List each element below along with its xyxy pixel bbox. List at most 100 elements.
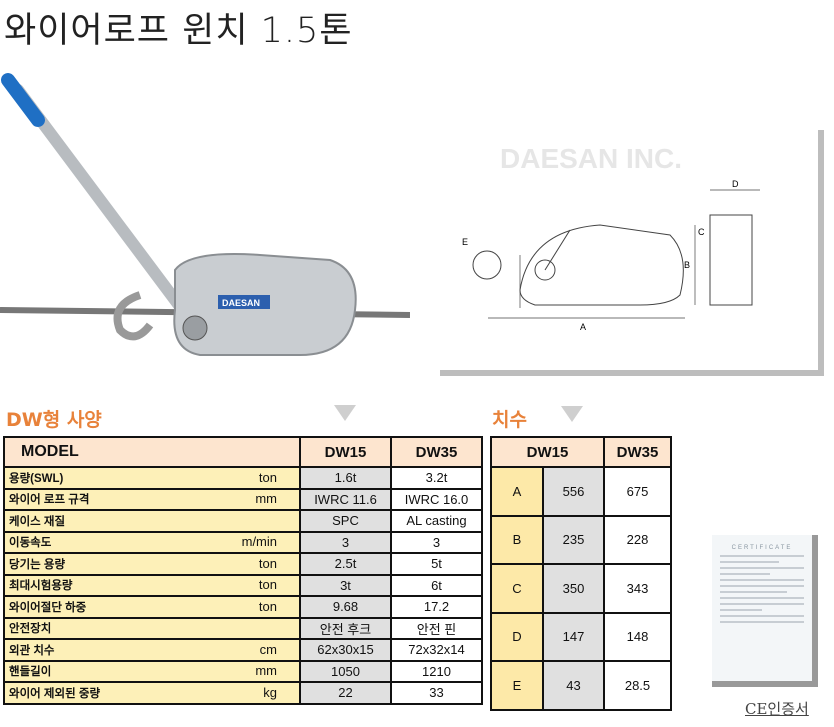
- down-triangle-icon: [334, 405, 356, 421]
- certificate-heading: CERTIFICATE: [731, 545, 793, 551]
- label-d: D: [732, 179, 739, 189]
- header-dw15: DW15: [299, 436, 392, 468]
- spec-label: 와이어 제외된 중량 kg: [3, 681, 301, 705]
- spec-label-text: 당기는 용량: [9, 558, 66, 571]
- spec-label: 안전장치: [3, 616, 301, 640]
- spec-label-text: 와이어 로프 규격: [9, 494, 90, 507]
- header-dw35: DW35: [390, 436, 483, 468]
- spec-unit: ton: [258, 577, 277, 593]
- down-triangle-icon: [561, 406, 583, 422]
- spec-label-text: 핸들길이: [9, 666, 52, 679]
- ce-certificate-link[interactable]: CE인증서: [745, 700, 809, 718]
- dimensions-heading: 치수: [492, 409, 527, 431]
- dim-label: A: [490, 466, 544, 517]
- spec-unit: ton: [258, 469, 277, 485]
- spec-label: 핸들길이 mm: [3, 659, 301, 683]
- winch-product-photo: DAESAN: [0, 73, 410, 356]
- spec-heading: DW형 사양: [6, 409, 102, 431]
- dim-dw15-value: 235: [542, 514, 605, 565]
- dim-label: B: [490, 514, 544, 565]
- spec-dw35-value: 3: [390, 530, 483, 554]
- spec-dw35-value: 5t: [390, 552, 483, 576]
- dimension-drawing: DAESAN INC. A B C D E: [440, 130, 824, 376]
- spec-dw15-value: 62x30x15: [299, 638, 392, 662]
- spec-label: 최대시험용량 ton: [3, 573, 301, 597]
- spec-dw15-value: 9.68: [299, 595, 392, 619]
- spec-dw15-value: 22: [299, 681, 392, 705]
- spec-dw15-value: 2.5t: [299, 552, 392, 576]
- dim-dw15-value: 556: [542, 466, 605, 517]
- spec-dw15-value: IWRC 11.6: [299, 487, 392, 511]
- spec-dw35-value: 6t: [390, 573, 483, 597]
- dim-dw35-value: 228: [603, 514, 672, 565]
- spec-label-text: 케이스 재질: [9, 515, 66, 528]
- spec-dw15-value: 3t: [299, 573, 392, 597]
- dim-dw15-value: 350: [542, 563, 605, 614]
- spec-dw35-value: 1210: [390, 659, 483, 683]
- spec-unit: mm: [255, 663, 277, 679]
- spec-dw15-value: SPC: [299, 509, 392, 533]
- header-dw35: DW35: [603, 436, 672, 468]
- label-b: B: [684, 260, 690, 270]
- spec-unit: cm: [259, 641, 277, 657]
- spec-label-text: 용량(SWL): [9, 472, 64, 485]
- header-model: MODEL: [3, 436, 301, 468]
- dim-dw35-value: 675: [603, 466, 672, 517]
- spec-label-text: 와이어절단 하중: [9, 601, 87, 614]
- spec-label-text: 최대시험용량: [9, 580, 73, 593]
- page-title: 와이어로프 윈치 1.5톤: [4, 11, 353, 51]
- spec-unit: kg: [263, 684, 277, 700]
- dim-label: E: [490, 660, 544, 711]
- spec-label: 이동속도 m/min: [3, 530, 301, 554]
- dim-dw15-value: 43: [542, 660, 605, 711]
- spec-label-text: 이동속도: [9, 537, 52, 550]
- dim-label: D: [490, 611, 544, 662]
- ce-certificate-image[interactable]: CERTIFICATE: [712, 535, 818, 687]
- label-a: A: [580, 322, 586, 332]
- dim-header-row: DW15 DW35: [490, 436, 672, 468]
- spec-label-text: 안전장치: [9, 623, 52, 636]
- dim-dw35-value: 148: [603, 611, 672, 662]
- spec-header-row: MODEL DW15 DW35: [3, 436, 483, 468]
- spec-label: 당기는 용량 ton: [3, 552, 301, 576]
- spec-label-text: 와이어 제외된 중량: [9, 687, 101, 700]
- spec-label: 용량(SWL) ton: [3, 466, 301, 490]
- spec-dw35-value: 72x32x14: [390, 638, 483, 662]
- spec-label: 외관 치수 cm: [3, 638, 301, 662]
- header-dw15: DW15: [490, 436, 605, 468]
- spec-label: 와이어절단 하중 ton: [3, 595, 301, 619]
- spec-dw35-value: 안전 핀: [390, 616, 483, 640]
- label-e: E: [462, 237, 468, 247]
- brand-label: DAESAN: [222, 298, 260, 308]
- spec-unit: ton: [258, 598, 277, 614]
- spec-unit: m/min: [241, 534, 277, 550]
- dim-label: C: [490, 563, 544, 614]
- drawing-watermark: DAESAN INC.: [500, 143, 682, 174]
- dim-dw15-value: 147: [542, 611, 605, 662]
- spec-label: 케이스 재질: [3, 509, 301, 533]
- spec-label-text: 외관 치수: [9, 644, 55, 657]
- spec-dw15-value: 1.6t: [299, 466, 392, 490]
- spec-unit: ton: [258, 555, 277, 571]
- spec-dw15-value: 1050: [299, 659, 392, 683]
- spec-dw15-value: 3: [299, 530, 392, 554]
- dim-dw35-value: 343: [603, 563, 672, 614]
- label-c: C: [698, 227, 705, 237]
